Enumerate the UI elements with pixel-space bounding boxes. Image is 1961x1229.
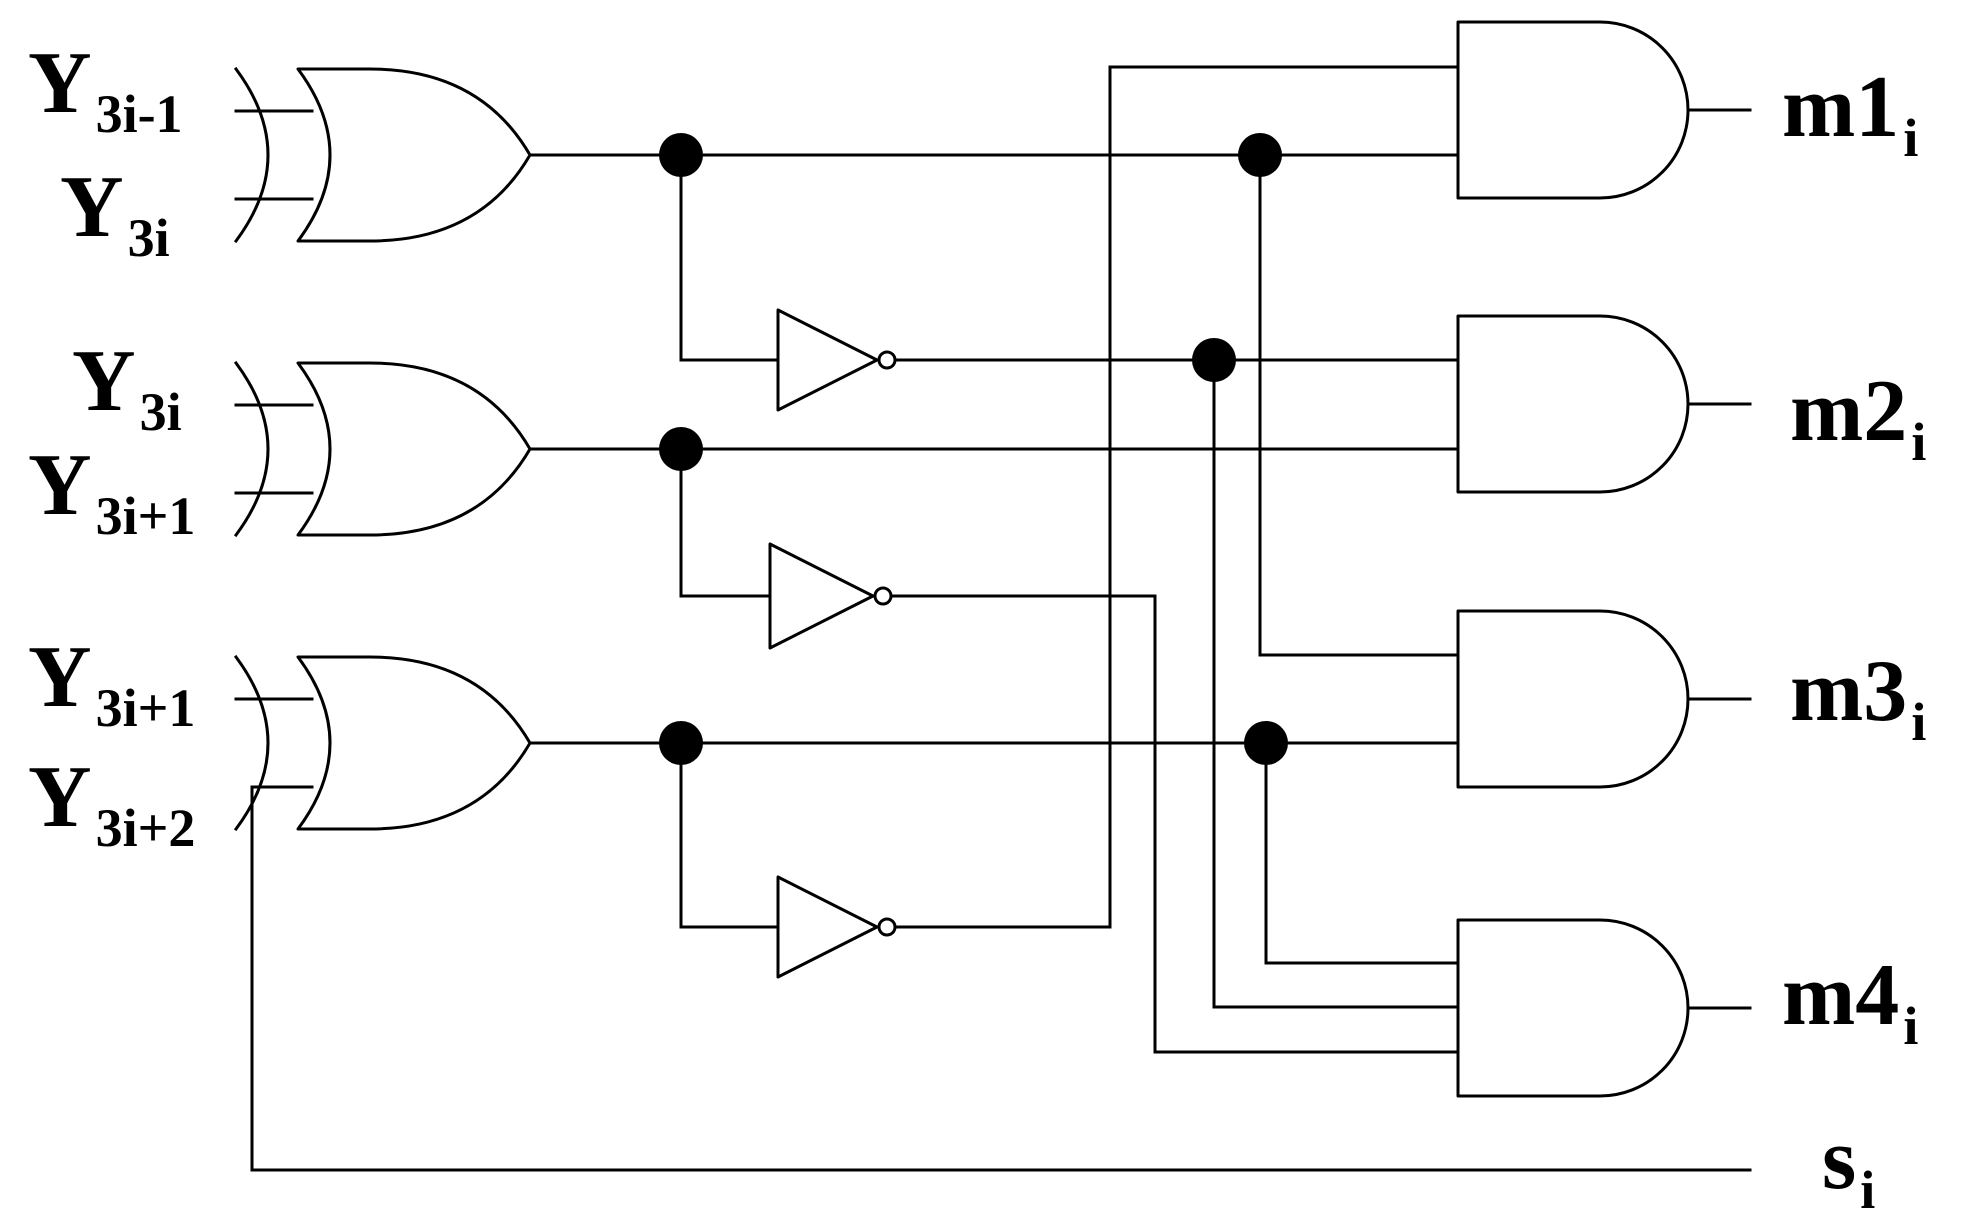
input-label-y3i-1: Y3i-1 xyxy=(28,35,183,144)
input-labels: Y3i-1 Y3i Y3i Y3i+1 Y3i+1 Y3i+2 xyxy=(28,35,195,858)
inverter-3 xyxy=(776,875,897,979)
and-gate-4 xyxy=(1456,918,1690,1098)
junction-dot xyxy=(1238,133,1282,177)
junction-dot xyxy=(1244,721,1288,765)
output-label-m3: m3i xyxy=(1790,643,1926,752)
inverter-1 xyxy=(776,308,897,412)
input-label-y3i+1-a: Y3i+1 xyxy=(28,437,195,546)
input-wires xyxy=(234,109,1752,1172)
inverter-branch-wires xyxy=(679,153,780,929)
junction-dot xyxy=(659,133,703,177)
input-label-y3i+2: Y3i+2 xyxy=(28,749,195,858)
output-label-s: si xyxy=(1822,1111,1875,1220)
junction-dots xyxy=(659,133,1288,765)
and-gate-1 xyxy=(1456,20,1690,200)
xor-gate-2 xyxy=(233,360,532,538)
input-label-y3i+1-b: Y3i+1 xyxy=(28,629,195,738)
output-label-m1: m1i xyxy=(1782,59,1918,168)
junction-dot xyxy=(659,427,703,471)
output-label-m4: m4i xyxy=(1782,947,1918,1056)
xor-gate-3 xyxy=(233,654,532,832)
output-label-m2: m2i xyxy=(1790,363,1926,472)
junction-dot xyxy=(1192,338,1236,382)
and-gate-2 xyxy=(1456,314,1690,494)
input-label-y3i-a: Y3i xyxy=(60,159,170,268)
cross-wires xyxy=(1212,153,1460,1009)
output-wires xyxy=(1686,108,1752,1010)
output-labels: m1i m2i m3i m4i si xyxy=(1782,59,1926,1220)
and-gate-3 xyxy=(1456,609,1690,789)
inverter-2 xyxy=(768,542,893,650)
inverter-output-wires xyxy=(889,65,1460,1054)
xor-gate-1 xyxy=(233,66,532,244)
junction-dot xyxy=(659,721,703,765)
input-label-y3i-b: Y3i xyxy=(72,333,182,442)
